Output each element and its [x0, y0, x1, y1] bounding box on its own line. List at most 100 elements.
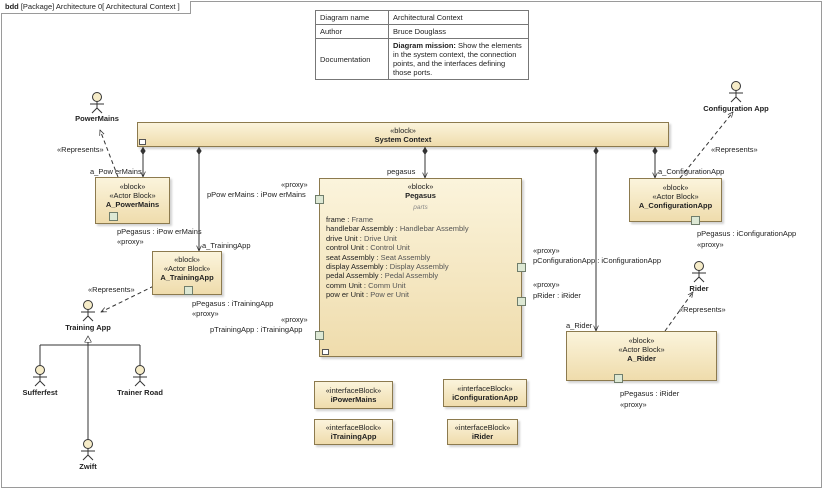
info-key: Documentation — [315, 38, 389, 80]
diagram-frame-header: bdd [Package] Architecture 0[ Architectu… — [1, 1, 191, 14]
represents-configurationapp — [679, 112, 733, 179]
port-ppegasus-configurationapp[interactable] — [691, 216, 700, 225]
block-name: iRider — [471, 432, 494, 441]
block-a-configurationapp[interactable]: «block» «Actor Block» A_ConfigurationApp — [629, 178, 722, 222]
diagram-frame-label: [Package] Architecture 0[ Architectural … — [20, 2, 180, 11]
stereotype: «interfaceBlock» — [454, 423, 511, 432]
port-label-ptrainingapp: pTrainingApp : iTrainingApp — [210, 325, 303, 334]
represents-label-rider: «Represents» — [679, 305, 726, 314]
structure-icon — [322, 349, 329, 355]
represents-rider — [664, 292, 693, 332]
actor-name-powermains[interactable]: PowerMains — [75, 114, 119, 123]
role-label-a-configurationapp: a_ConfigurationApp — [658, 167, 725, 176]
block-name: iConfigurationApp — [452, 393, 518, 402]
proxy-label-ppegasus-powermains: «proxy» — [117, 237, 144, 246]
part-name: seat Assembly — [326, 252, 375, 262]
part-item[interactable]: control Unit : Control Unit — [326, 243, 410, 253]
part-type: Display Assembly — [389, 262, 449, 272]
diagram-kind: bdd — [5, 2, 19, 11]
stereotype-actor-block: «Actor Block» — [618, 345, 665, 354]
part-item[interactable]: pedal Assembly : Pedal Assembly — [326, 271, 439, 281]
interface-block-ipowermains[interactable]: «interfaceBlock» iPowerMains — [314, 381, 393, 409]
represents-powermains — [100, 130, 119, 178]
block-name: A_Rider — [627, 354, 656, 363]
structure-icon — [139, 139, 146, 145]
system-context-block[interactable]: «block» System Context — [137, 122, 669, 147]
part-item[interactable]: seat Assembly : Seat Assembly — [326, 252, 431, 262]
stereotype: «interfaceBlock» — [325, 386, 382, 395]
stereotype-actor-block: «Actor Block» — [163, 264, 211, 273]
port-label-pconfigurationapp: pConfigurationApp : iConfigurationApp — [533, 256, 662, 265]
port-ppegasus-trainingapp[interactable] — [184, 286, 193, 295]
actor-name-configurationapp[interactable]: Configuration App — [703, 104, 769, 113]
part-name: comm Unit — [326, 280, 362, 290]
represents-trainingapp — [101, 282, 161, 313]
block-pegasus[interactable]: «block» Pegasus parts frame : Frame hand… — [319, 178, 522, 357]
port-label-prider: pRider : iRider — [533, 291, 581, 300]
proxy-label-pconfigurationapp: «proxy» — [533, 246, 560, 255]
part-type: Pow er Unit — [370, 290, 409, 300]
part-type: Comm Unit — [368, 280, 406, 290]
represents-label-trainingapp: «Represents» — [88, 285, 135, 294]
part-item[interactable]: display Assembly : Display Assembly — [326, 262, 449, 272]
port-label-ppowermains: pPow erMains : iPow erMains — [207, 190, 306, 199]
info-value: Diagram mission: Show the elements in th… — [388, 38, 529, 80]
block-name: System Context — [374, 135, 432, 144]
actor-name-trainer-road[interactable]: Trainer Road — [117, 388, 163, 397]
info-key: Author — [315, 24, 389, 39]
block-a-powermains[interactable]: «block» «Actor Block» A_PowerMains — [95, 177, 170, 224]
actor-name-trainingapp[interactable]: Training App — [65, 323, 111, 332]
actor-name-zwift[interactable]: Zwift — [79, 462, 97, 471]
doc-heading: Diagram mission: — [393, 41, 456, 50]
block-a-rider[interactable]: «block» «Actor Block» A_Rider — [566, 331, 717, 381]
stereotype-actor-block: «Actor Block» — [109, 191, 156, 200]
port-pconfigurationapp-pegasus[interactable] — [517, 263, 526, 272]
actor-icon-trainer-road — [133, 365, 147, 387]
port-ppowermains-pegasus[interactable] — [315, 195, 324, 204]
role-label-a-trainingapp: a_TrainingApp — [202, 241, 251, 250]
doc-text: Show the elements in the system context,… — [393, 41, 522, 77]
stereotype: «block» — [119, 182, 146, 191]
stereotype: «block» — [390, 126, 416, 135]
port-prider-pegasus[interactable] — [517, 297, 526, 306]
interface-block-itrainingapp[interactable]: «interfaceBlock» iTrainingApp — [314, 419, 393, 445]
part-item[interactable]: handlebar Assembly : Handlebar Assembly — [326, 224, 469, 234]
part-name: handlebar Assembly — [326, 224, 394, 234]
interface-block-irider[interactable]: «interfaceBlock» iRider — [447, 419, 518, 445]
represents-label-configurationapp: «Represents» — [711, 145, 758, 154]
actor-name-sufferfest[interactable]: Sufferfest — [22, 388, 58, 397]
part-item[interactable]: frame : Frame — [326, 215, 374, 224]
role-label-a-powermains: a_Pow erMains — [90, 167, 142, 176]
part-name: frame — [326, 215, 346, 224]
stereotype: «interfaceBlock» — [325, 423, 382, 432]
part-item[interactable]: comm Unit : Comm Unit — [326, 280, 406, 290]
stereotype: «block» — [662, 183, 689, 192]
block-name: A_TrainingApp — [160, 273, 214, 282]
part-name: display Assembly — [326, 262, 384, 272]
part-item[interactable]: drive Unit : Drive Unit — [326, 233, 397, 243]
stereotype: «interfaceBlock» — [457, 384, 513, 393]
part-name: control Unit — [326, 243, 364, 253]
port-ptrainingapp-pegasus[interactable] — [315, 331, 324, 340]
block-name: A_PowerMains — [105, 200, 160, 209]
block-name: iPowerMains — [330, 395, 377, 404]
proxy-label-ppowermains: «proxy» — [281, 180, 308, 189]
actor-icon-trainingapp — [81, 300, 95, 322]
role-label-pegasus: pegasus — [387, 167, 416, 176]
part-item[interactable]: pow er Unit : Pow er Unit — [326, 290, 409, 300]
port-label-ppegasus-rider: pPegasus : iRider — [620, 389, 680, 398]
actor-name-rider[interactable]: Rider — [689, 284, 709, 293]
actor-icon-powermains — [90, 92, 104, 114]
block-name: A_ConfigurationApp — [638, 201, 713, 210]
part-name: pedal Assembly — [326, 271, 379, 281]
port-label-ppegasus-configurationapp: pPegasus : iConfigurationApp — [697, 229, 797, 238]
port-ppegasus-powermains[interactable] — [109, 212, 118, 221]
actor-icon-configurationapp — [729, 81, 743, 103]
info-value: Architectural Context — [388, 10, 529, 25]
part-name: pow er Unit — [326, 290, 364, 300]
interface-block-iconfigurationapp[interactable]: «interfaceBlock» iConfigurationApp — [443, 379, 527, 407]
port-ppegasus-rider[interactable] — [614, 374, 623, 383]
